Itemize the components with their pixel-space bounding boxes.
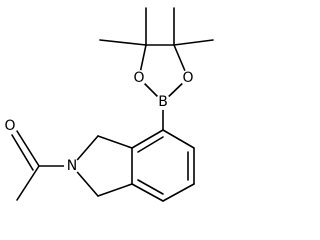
atom-bg-nitrogen (64, 158, 80, 174)
atom-bg-o-left (131, 70, 147, 86)
bond-c1-me-b (99, 39, 147, 46)
bond-double-c7-c7a (137, 179, 164, 195)
bond-c7-c7a (131, 183, 164, 202)
bond-co-o-double (11, 134, 34, 171)
bonds (11, 7, 214, 202)
atom-bg-boron (155, 94, 171, 110)
atom-oxygen-right: O (182, 70, 193, 86)
atom-bg-o-right (180, 70, 196, 86)
bond-co-o (16, 130, 40, 167)
atoms: O O B N O (2, 70, 196, 174)
bond-c4-c5 (162, 129, 195, 149)
bond-double-c3a-c4 (137, 136, 164, 153)
atom-bg-o-carbonyl (2, 118, 18, 134)
bond-co-me (16, 165, 40, 201)
bond-c3a-c4 (131, 129, 164, 149)
atom-oxygen-carbonyl: O (4, 118, 15, 134)
bond-c3a-c3 (97, 135, 133, 149)
bond-c1-c7a (97, 183, 133, 197)
atom-boron: B (158, 94, 168, 110)
bond-c2-me-b (173, 39, 214, 46)
atom-nitrogen: N (67, 158, 77, 174)
bond-c6-c7 (162, 183, 195, 202)
atom-oxygen-left: O (133, 70, 144, 86)
structure-svg: O O B N O (2, 7, 214, 202)
molecule-diagram: O O B N O (2, 7, 214, 202)
